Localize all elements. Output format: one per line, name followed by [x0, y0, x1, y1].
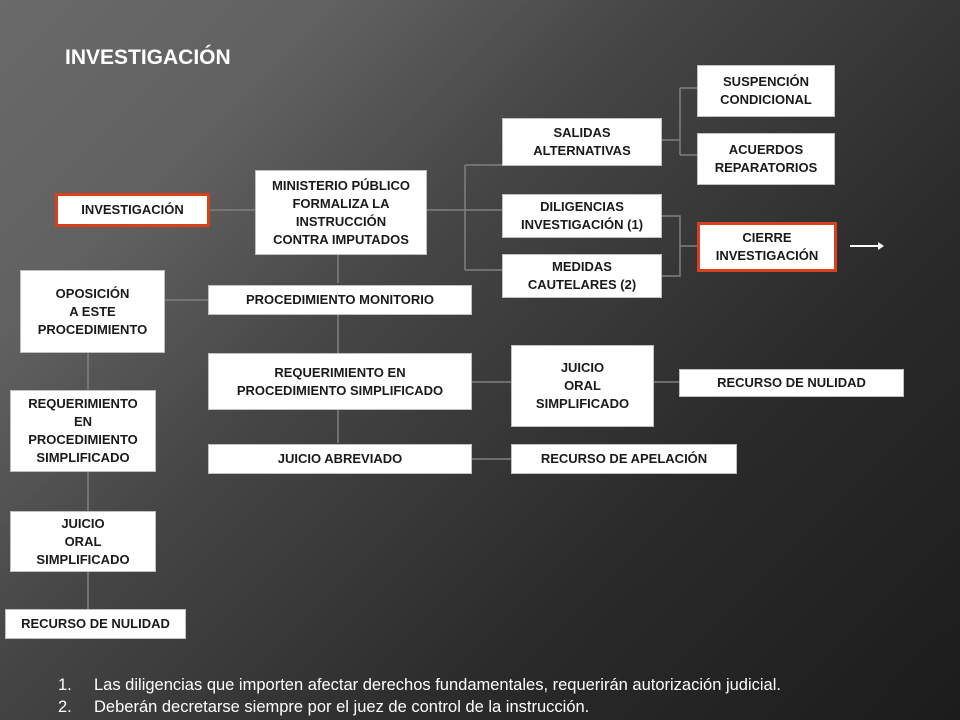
- slide-title: INVESTIGACIÓN: [65, 46, 231, 69]
- right-arrow-icon: [850, 242, 884, 250]
- node-juicio-oral-simplificado: JUICIO ORAL SIMPLIFICADO: [511, 345, 654, 427]
- footnotes: 1. Las diligencias que importen afectar …: [58, 674, 781, 718]
- node-acuerdos-reparatorios: ACUERDOS REPARATORIOS: [697, 133, 835, 185]
- node-suspencion-condicional: SUSPENCIÓN CONDICIONAL: [697, 65, 835, 117]
- node-investigacion: INVESTIGACIÓN: [55, 193, 210, 227]
- node-oposicion: OPOSICIÓN A ESTE PROCEDIMIENTO: [20, 270, 165, 353]
- footnote-number: 2.: [58, 698, 72, 716]
- node-recurso-nulidad-left: RECURSO DE NULIDAD: [5, 609, 186, 639]
- node-cierre-investigacion: CIERRE INVESTIGACIÓN: [697, 222, 837, 272]
- node-medidas-cautelares: MEDIDAS CAUTELARES (2): [502, 254, 662, 298]
- node-salidas-alternativas: SALIDAS ALTERNATIVAS: [502, 118, 662, 166]
- footnote-1: 1. Las diligencias que importen afectar …: [58, 674, 781, 696]
- node-requerimiento-left: REQUERIMIENTO EN PROCEDIMIENTO SIMPLIFIC…: [10, 390, 156, 472]
- line-diligencias-cierre: [662, 215, 697, 277]
- node-recurso-nulidad: RECURSO DE NULIDAD: [679, 369, 904, 397]
- node-juicio-abreviado: JUICIO ABREVIADO: [208, 444, 472, 474]
- footnote-2: 2. Deberán decretarse siempre por el jue…: [58, 696, 781, 718]
- node-requerimiento-simplificado: REQUERIMIENTO EN PROCEDIMIENTO SIMPLIFIC…: [208, 353, 472, 410]
- footnote-text: Deberán decretarse siempre por el juez d…: [94, 698, 590, 716]
- line-salidas-branch: [662, 88, 681, 155]
- node-procedimiento-monitorio: PROCEDIMIENTO MONITORIO: [208, 285, 472, 315]
- node-juicio-oral-left: JUICIO ORAL SIMPLIFICADO: [10, 511, 156, 572]
- node-diligencias-investigacion: DILIGENCIAS INVESTIGACIÓN (1): [502, 194, 662, 238]
- node-recurso-apelacion: RECURSO DE APELACIÓN: [511, 444, 737, 474]
- footnote-text: Las diligencias que importen afectar der…: [94, 676, 781, 694]
- node-ministerio-publico: MINISTERIO PÚBLICO FORMALIZA LA INSTRUCC…: [255, 170, 427, 255]
- footnote-number: 1.: [58, 676, 72, 694]
